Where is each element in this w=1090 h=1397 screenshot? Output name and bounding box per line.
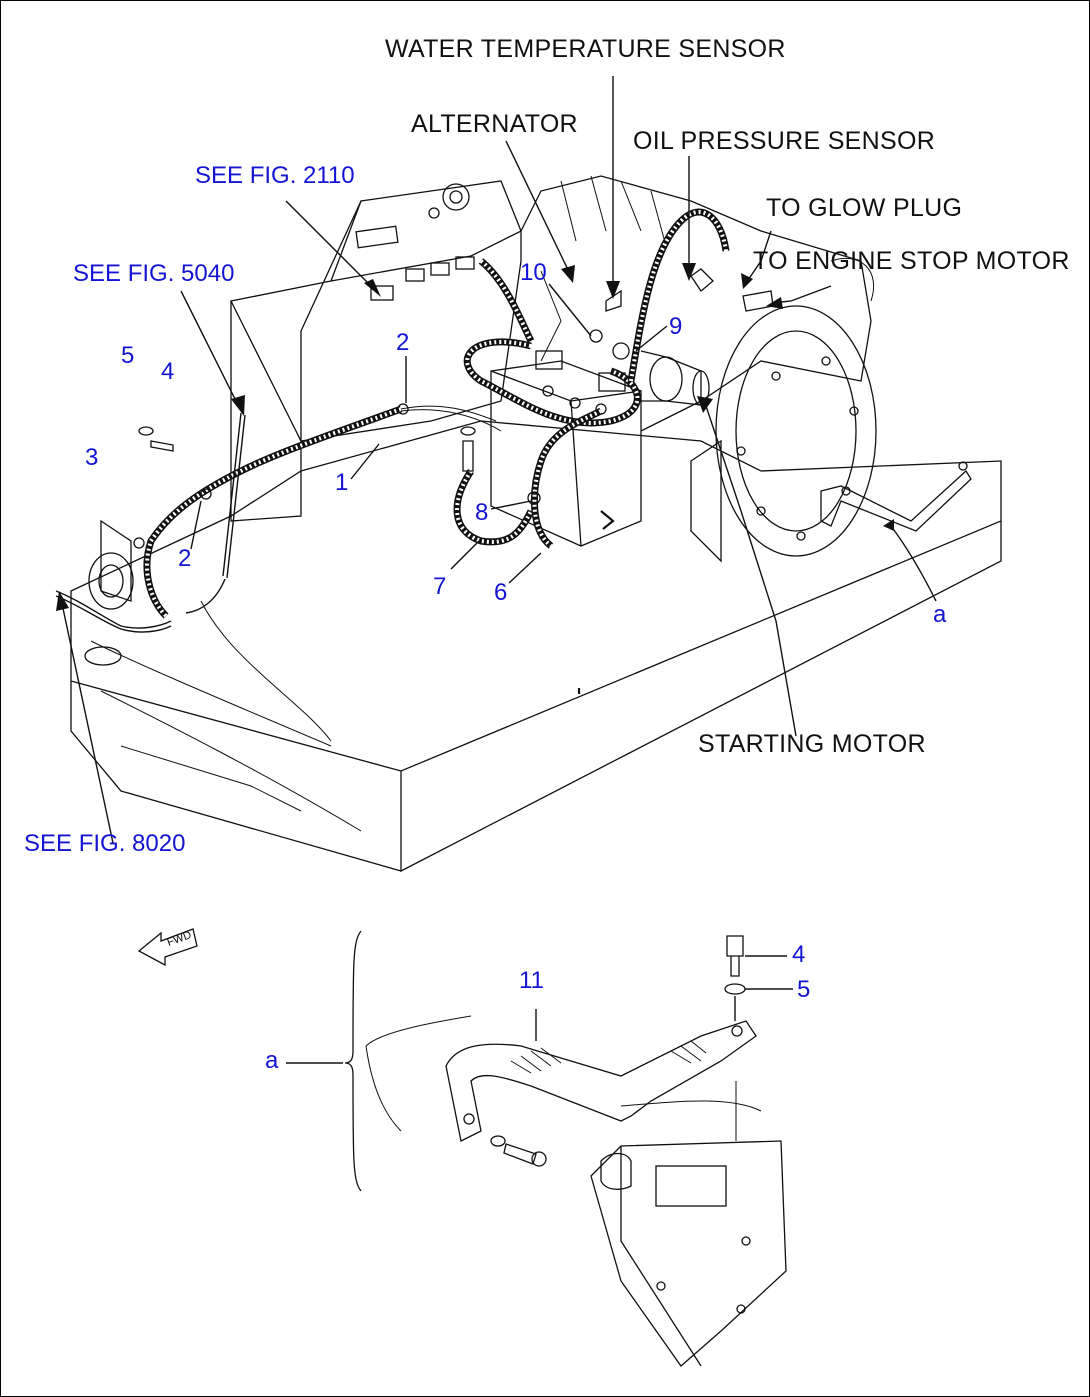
part-number-9[interactable]: 9	[669, 313, 683, 340]
radiator-block	[230, 180, 522, 522]
starting-motor-label: STARTING MOTOR	[698, 730, 926, 758]
glow-plug-label: TO GLOW PLUG	[766, 194, 963, 222]
engine-block	[520, 175, 972, 563]
part-number-1[interactable]: 1	[335, 469, 349, 496]
part-number-6[interactable]: 6	[494, 579, 508, 606]
part-number-4[interactable]: 4	[792, 941, 806, 968]
part-number-5[interactable]: 5	[121, 342, 135, 369]
see-fig-5040-link[interactable]: SEE FIG. 5040	[73, 260, 235, 287]
part-number-2[interactable]: 2	[396, 329, 410, 356]
detail-letter-a[interactable]: a	[265, 1047, 279, 1074]
part-number-2[interactable]: 2	[178, 545, 192, 572]
fwd-arrow	[137, 928, 198, 967]
part-number-8[interactable]: 8	[475, 499, 489, 526]
water-temp-sensor-label: WATER TEMPERATURE SENSOR	[385, 35, 786, 63]
part-number-7[interactable]: 7	[433, 573, 447, 600]
see-fig-2110-link[interactable]: SEE FIG. 2110	[195, 162, 355, 189]
detail-view-a	[286, 930, 793, 1367]
oil-pressure-sensor-label: OIL PRESSURE SENSOR	[633, 127, 936, 155]
starting-motor	[640, 350, 710, 406]
part-number-3[interactable]: 3	[85, 444, 99, 471]
engine-stop-motor-label: TO ENGINE STOP MOTOR	[753, 247, 1070, 275]
leader-lines	[56, 76, 937, 844]
see-fig-8020-link[interactable]: SEE FIG. 8020	[24, 830, 186, 857]
part-number-10[interactable]: 10	[520, 259, 547, 286]
part-number-4[interactable]: 4	[161, 358, 175, 385]
battery	[490, 350, 642, 547]
alternator-label: ALTERNATOR	[411, 110, 578, 138]
wiring-harness	[55, 208, 774, 633]
detail-letter-a[interactable]: a	[933, 601, 947, 628]
machine-frame	[70, 420, 1002, 873]
part-number-11[interactable]: 11	[519, 967, 544, 994]
part-number-5[interactable]: 5	[797, 976, 811, 1003]
